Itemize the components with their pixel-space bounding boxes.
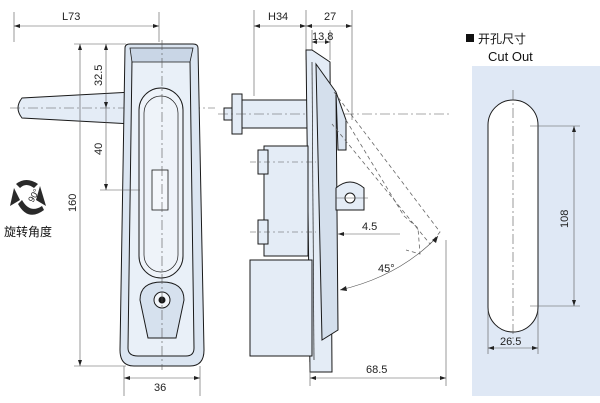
- rotation-label: 旋转角度: [4, 224, 52, 239]
- dim-side-13-8: 13.8: [312, 31, 333, 43]
- handle-tab: [151, 169, 169, 211]
- cutout-view: [466, 34, 600, 396]
- dim-cutout-height: 108: [559, 210, 571, 228]
- dim-side-68-5: 68.5: [366, 364, 387, 376]
- lock-body: [249, 259, 313, 357]
- front-view: [10, 12, 215, 396]
- dim-side-h: H34: [268, 11, 288, 23]
- dim-front-height-total: 160: [67, 194, 79, 212]
- side-view: [218, 10, 450, 386]
- lever-profile: [315, 62, 339, 341]
- dim-front-height-mid: 40: [93, 143, 105, 155]
- dim-front-width-top: L73: [62, 11, 80, 23]
- legend-square-icon: [466, 34, 474, 42]
- rotated-lever-outline: [331, 91, 441, 255]
- housing: [263, 145, 309, 257]
- lever-arm: [17, 91, 133, 125]
- dim-front-width-bottom: 36: [154, 382, 166, 394]
- dim-front-height-upper: 32.5: [93, 65, 105, 86]
- cutout-title-en: Cut Out: [488, 49, 533, 64]
- dim-side-27: 27: [324, 11, 336, 23]
- rotation-icon: [10, 180, 46, 215]
- dim-side-angle: 45°: [378, 263, 395, 275]
- cutout-title-cn: 开孔尺寸: [478, 32, 526, 46]
- dim-side-4-5: 4.5: [362, 221, 377, 233]
- dim-cutout-width: 26.5: [500, 336, 521, 348]
